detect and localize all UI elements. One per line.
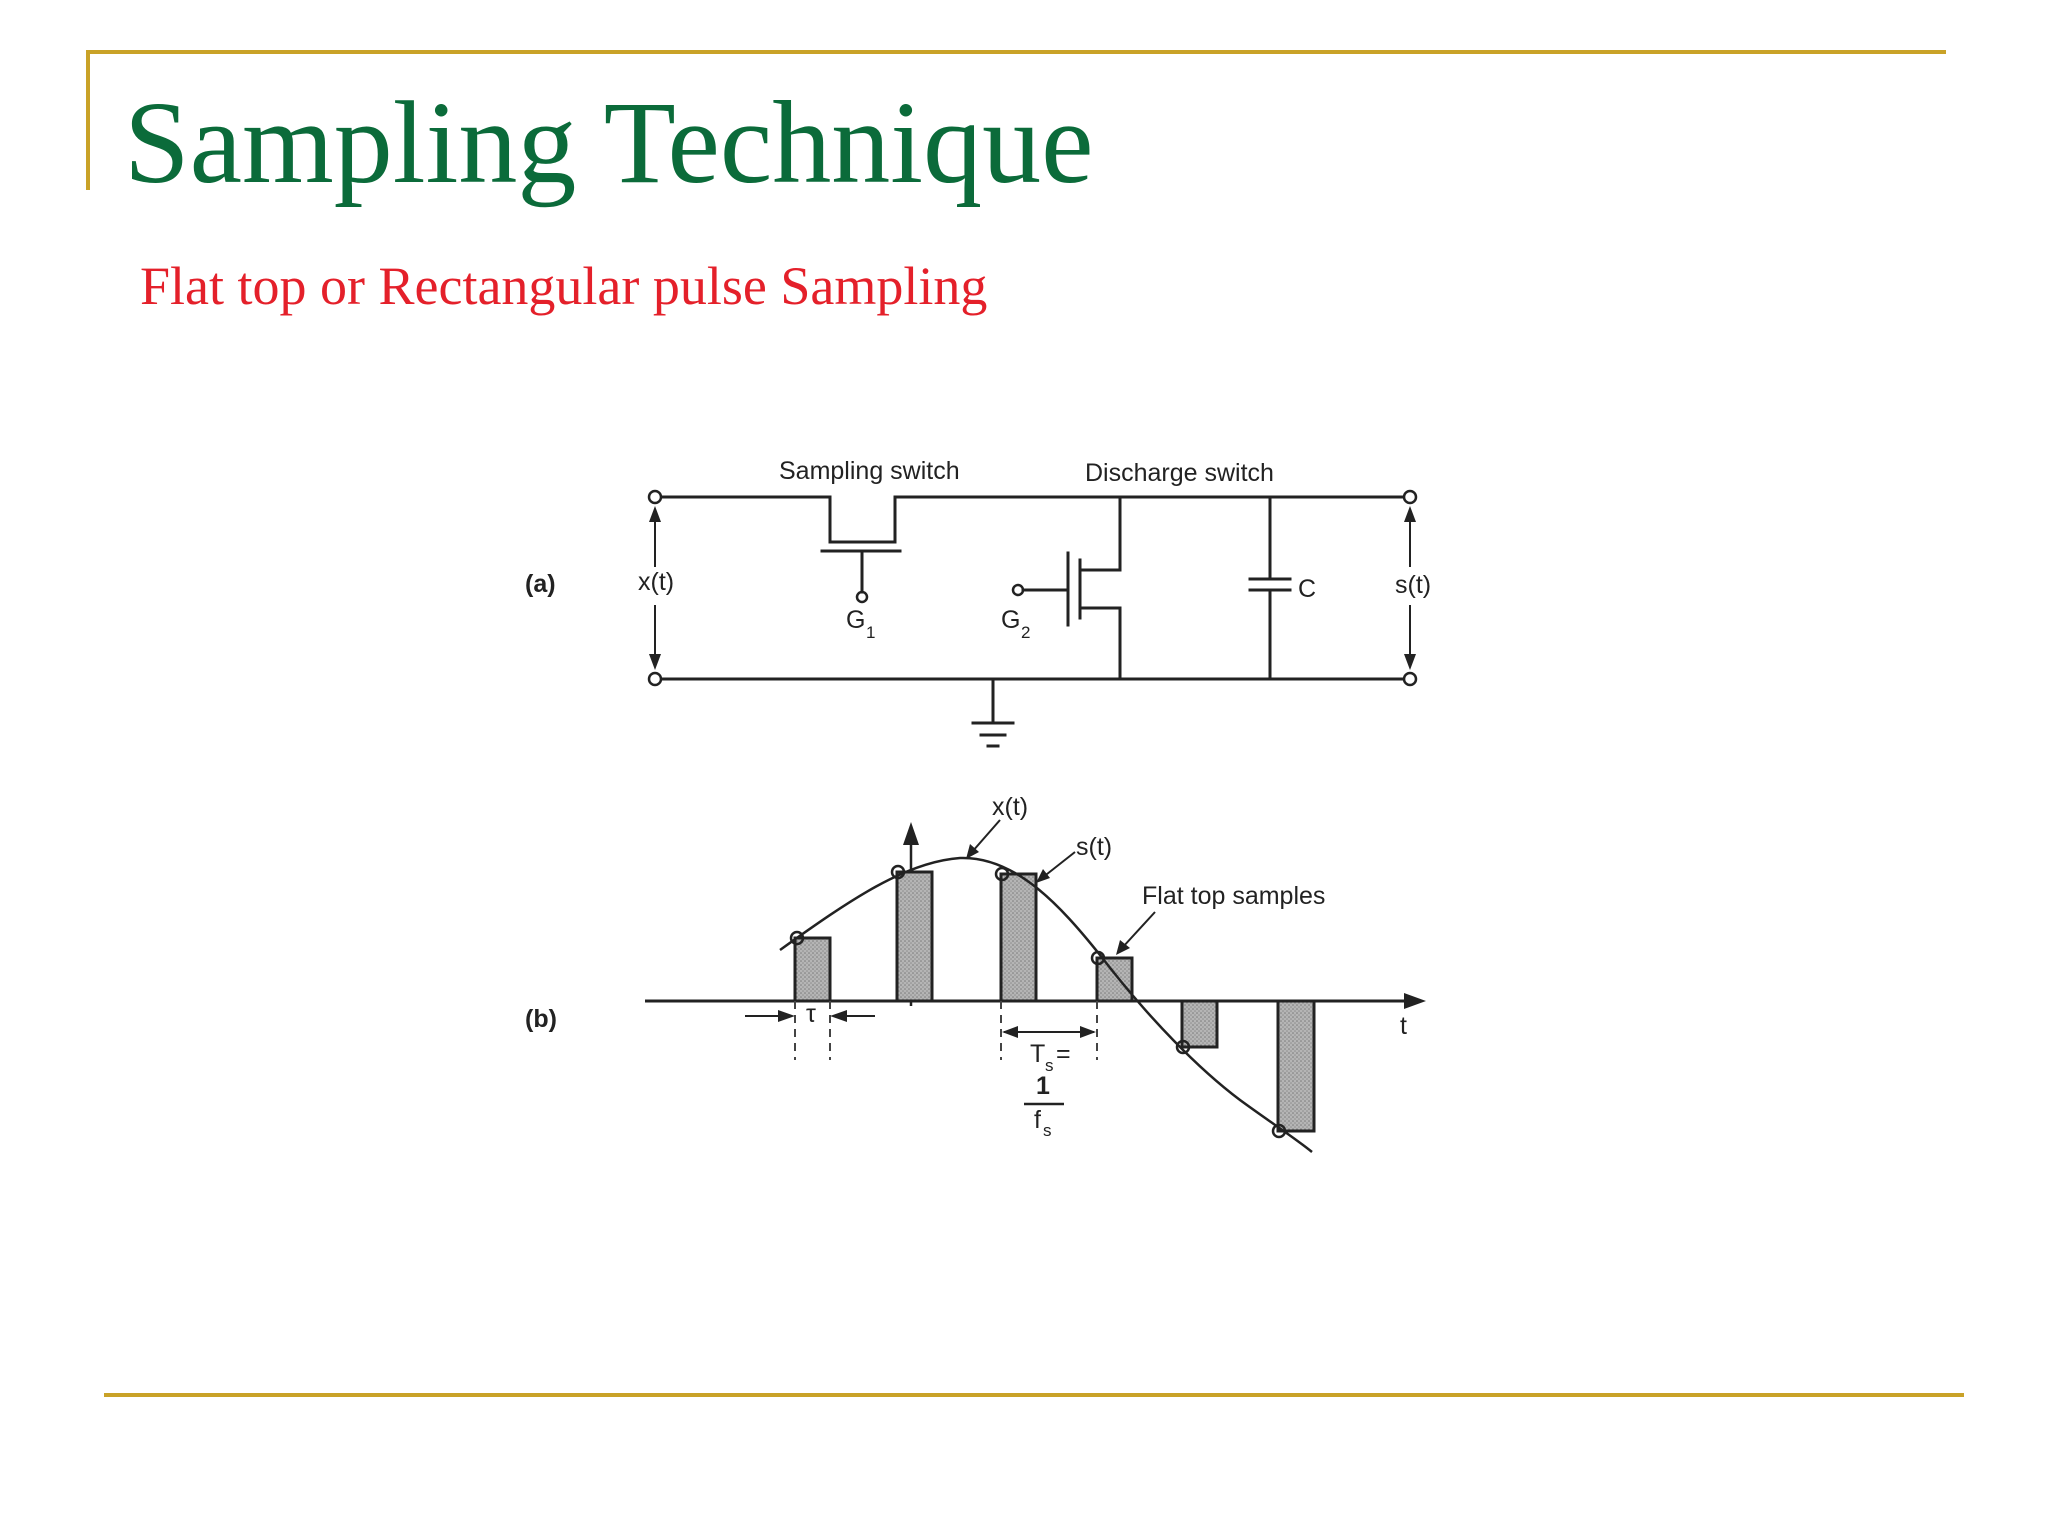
flat-top-label: Flat top samples	[1142, 882, 1325, 910]
tau-arrow-right	[830, 1010, 847, 1022]
ts-arrow-left	[1002, 1026, 1018, 1038]
left-rule	[86, 50, 90, 190]
ts-arrow-right	[1080, 1026, 1096, 1038]
input-signal-label: x(t)	[638, 568, 674, 596]
sample-point-3	[994, 866, 1010, 882]
terminal-out-top	[1402, 489, 1418, 505]
sampling-switch-label: Sampling switch	[779, 457, 960, 485]
gate1-subscript: 1	[866, 623, 875, 642]
sample-point-6	[1271, 1123, 1287, 1139]
capacitor	[1248, 495, 1292, 681]
signal-callout-arrowhead	[966, 844, 979, 859]
amplitude-axis-arrow	[903, 822, 919, 845]
signal-label: x(t)	[992, 793, 1028, 821]
samples-callout-arrowhead	[1036, 869, 1050, 883]
sample-point-5	[1175, 1039, 1191, 1055]
sample-pulse-1	[793, 936, 832, 1003]
sample-pulse-4	[1095, 956, 1134, 1003]
callout-arrows	[971, 819, 1156, 949]
ground-symbol	[971, 677, 1015, 748]
ts-label: T	[1030, 1040, 1045, 1068]
discharge-switch-label: Discharge switch	[1085, 459, 1274, 487]
gate1-label: G	[846, 606, 865, 634]
panel-b-label: (b)	[525, 1005, 557, 1033]
terminal-in-top	[647, 489, 663, 505]
panel-a-label: (a)	[525, 570, 556, 598]
tau-label: τ	[806, 1000, 816, 1028]
fraction-numerator: 1	[1036, 1072, 1050, 1100]
gate2-label: G	[1001, 606, 1020, 634]
circuit-panel	[647, 489, 1418, 748]
sample-pulse-6	[1276, 999, 1316, 1133]
ts-subscript: s	[1045, 1056, 1054, 1075]
ts-equals: =	[1056, 1040, 1071, 1068]
sample-pulse-2	[895, 870, 934, 1003]
fraction-denominator: f	[1034, 1106, 1041, 1134]
terminal-in-bottom	[647, 671, 663, 687]
terminal-out-bottom	[1402, 671, 1418, 687]
time-axis-label: t	[1400, 1012, 1407, 1040]
samples-signal-label: s(t)	[1076, 833, 1112, 861]
slide-subtitle: Flat top or Rectangular pulse Sampling	[140, 256, 988, 316]
fraction-denominator-subscript: s	[1043, 1121, 1052, 1140]
capacitor-label: C	[1298, 575, 1316, 603]
bottom-rule	[104, 1393, 1964, 1397]
signal-curve	[779, 856, 1313, 1153]
slide-title: Sampling Technique	[124, 77, 1094, 208]
waveform-panel	[645, 819, 1426, 1153]
input-voltage-arrow	[649, 506, 661, 670]
top-rule	[86, 50, 1946, 54]
sampling-switch	[820, 495, 902, 604]
gate2-subscript: 2	[1021, 623, 1030, 642]
sample-point-4	[1090, 950, 1106, 966]
output-voltage-arrow	[1404, 506, 1416, 670]
discharge-switch	[1011, 495, 1122, 681]
output-signal-label: s(t)	[1395, 571, 1431, 599]
time-axis-arrow	[1404, 993, 1426, 1009]
sample-pulse-5	[1180, 999, 1219, 1049]
sample-point-2	[890, 864, 906, 880]
dashed-guides	[794, 1001, 1098, 1060]
tau-arrow-left	[778, 1010, 795, 1022]
flat-top-callout-arrowhead	[1116, 940, 1130, 955]
sample-pulse-3	[999, 872, 1038, 1003]
sample-point-1	[789, 930, 805, 946]
